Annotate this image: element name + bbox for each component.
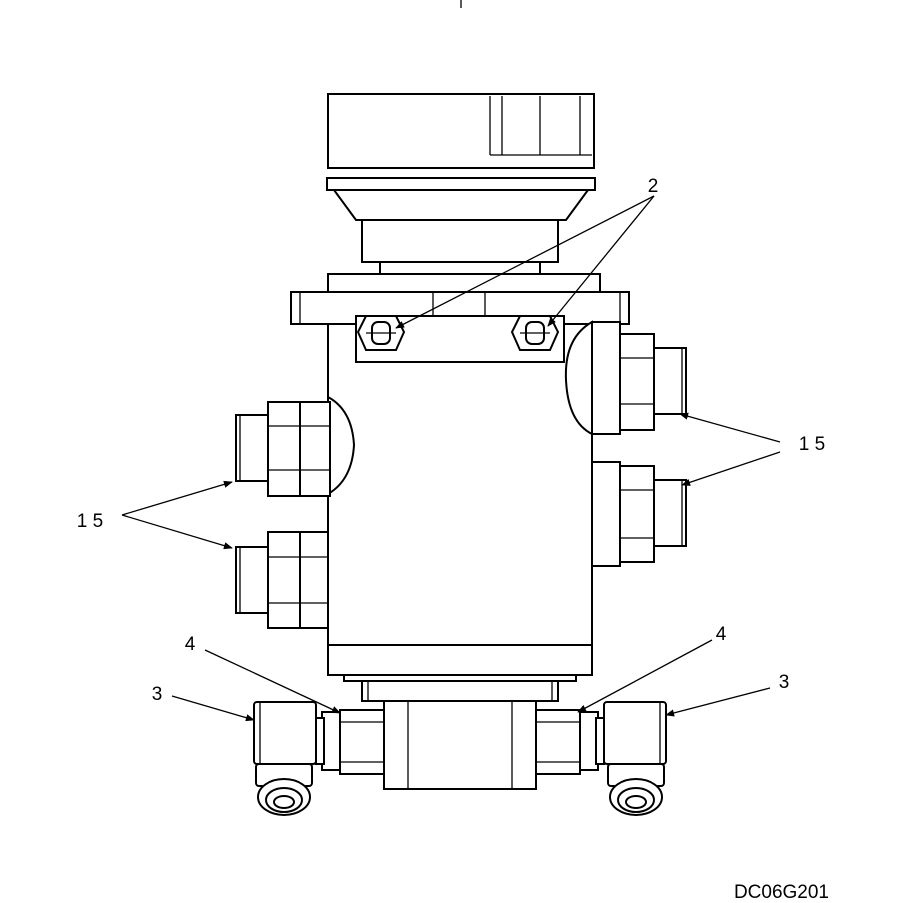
top-cap xyxy=(326,93,596,275)
leader-2-right xyxy=(547,195,655,327)
left-port-fitting-lower xyxy=(235,531,329,629)
right-port-fitting-lower xyxy=(591,461,687,567)
bottom-left-elbow xyxy=(253,701,317,816)
right-port-fitting-upper xyxy=(564,320,687,436)
callout-4-right: 4 xyxy=(716,624,727,645)
callout-15-right: 1 5 xyxy=(799,434,825,455)
callout-3-right: 3 xyxy=(779,672,790,693)
callout-15-left: 1 5 xyxy=(77,511,103,532)
leader-3-right xyxy=(665,687,771,717)
main-body xyxy=(290,273,630,676)
leader-lines xyxy=(121,195,781,722)
left-port-fitting-upper xyxy=(235,395,356,497)
bottom-right-elbow xyxy=(603,701,667,816)
leader-15-left-upper xyxy=(121,480,233,516)
callout-3-left: 3 xyxy=(152,684,163,705)
bottom-right-adapter xyxy=(535,709,605,775)
leader-15-right-lower xyxy=(681,451,781,486)
leader-15-right-upper xyxy=(679,412,781,443)
leader-2-left xyxy=(395,195,655,329)
leader-4-right xyxy=(577,639,713,713)
bottom-left-adapter xyxy=(315,709,385,775)
drawing-code: DC06G201 xyxy=(734,882,829,903)
callout-2: 2 xyxy=(648,176,659,197)
leader-3-left xyxy=(171,695,255,722)
grease-fitting-left xyxy=(356,315,406,351)
grease-fitting-right xyxy=(510,315,560,351)
leader-15-left-lower xyxy=(121,514,233,550)
callout-4-left: 4 xyxy=(185,634,196,655)
leader-4-left xyxy=(204,649,341,714)
